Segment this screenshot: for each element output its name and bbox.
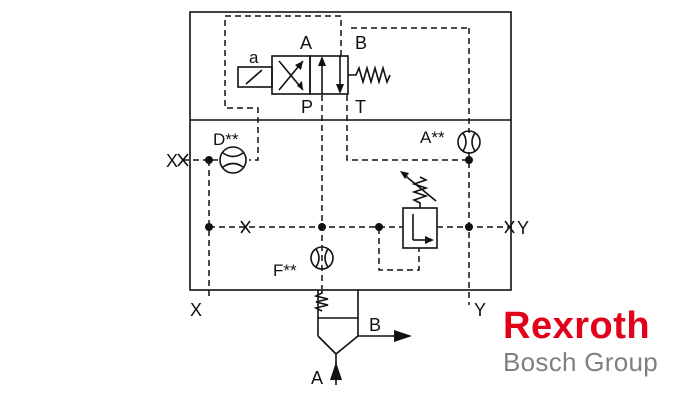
label-port-p: P [301, 97, 313, 117]
pressure-relief-valve [400, 171, 438, 249]
label-port-t: T [355, 97, 366, 117]
label-orifice-a: A** [420, 128, 445, 147]
label-orifice-d: D** [213, 130, 239, 149]
orifice-f-icon [310, 246, 334, 270]
label-port-y-bottom: Y [474, 300, 486, 320]
orifice-a-icon [457, 130, 481, 154]
valve-housing [189, 11, 512, 291]
label-port-x-bottom: X [190, 300, 202, 320]
rexroth-logo: Rexroth Bosch Group [503, 306, 693, 377]
arrow-right-icon [394, 330, 412, 342]
port-markers [177, 153, 515, 234]
spring-icon [348, 65, 391, 85]
label-port-a-main: A [311, 368, 323, 388]
label-port-y-right: Y [517, 218, 529, 238]
label-port-a-top: A [300, 33, 312, 53]
arrow-up-icon [330, 362, 342, 380]
logo-brand: Rexroth [503, 305, 651, 347]
label-port-x-left: X [166, 151, 178, 171]
label-port-b-top: B [355, 33, 367, 53]
label-orifice-f: F** [273, 261, 297, 280]
cartridge-spring-icon [313, 290, 329, 312]
adjustable-spring-icon [411, 176, 429, 208]
main-cartridge-valve [313, 290, 412, 385]
logo-subtitle: Bosch Group [503, 347, 659, 377]
junction-dots [205, 156, 473, 231]
label-solenoid-a: a [249, 48, 259, 67]
pilot-lines [183, 15, 512, 305]
pilot-directional-valve [237, 55, 391, 95]
solenoid-coil [237, 66, 273, 88]
orifice-d-icon [219, 146, 247, 174]
label-port-b-main: B [369, 315, 381, 335]
